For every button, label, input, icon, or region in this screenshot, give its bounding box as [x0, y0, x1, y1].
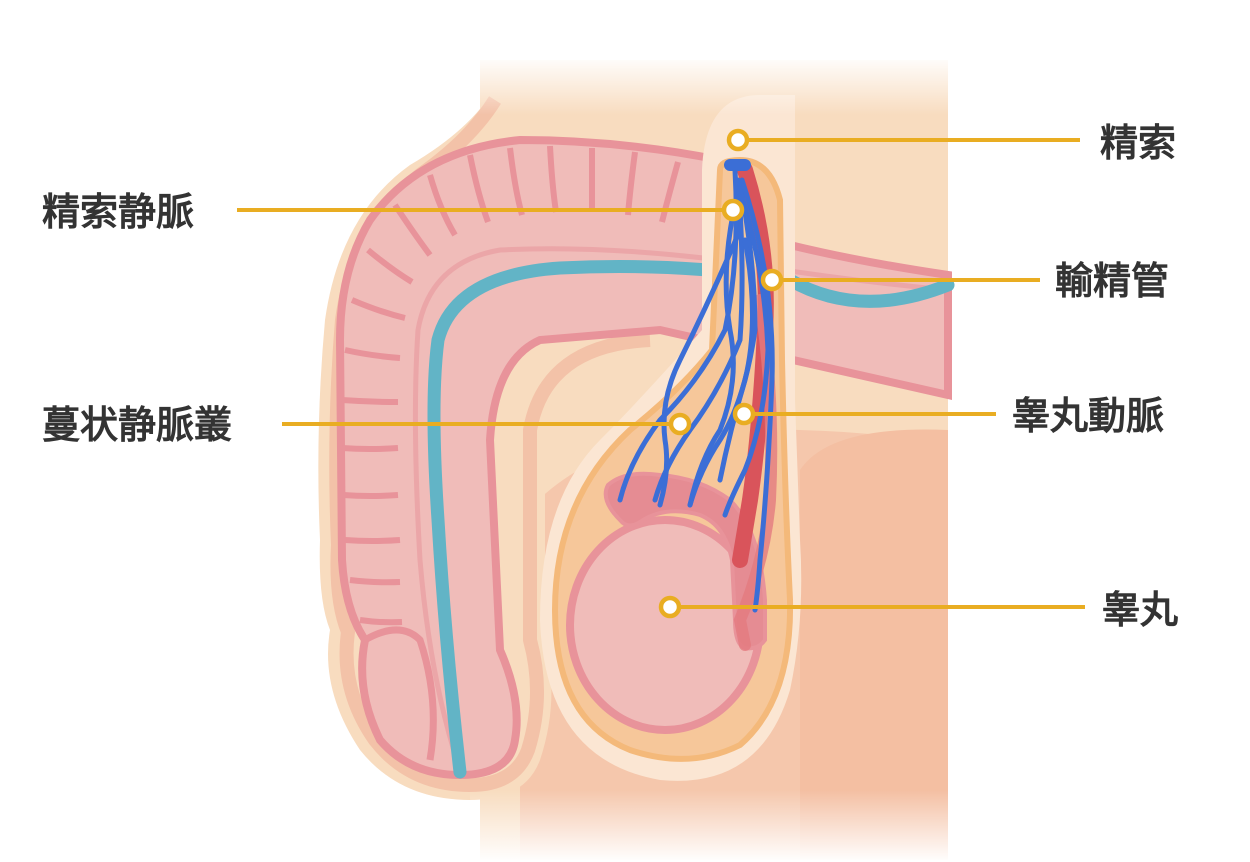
marker-vas-deferens: [760, 268, 784, 292]
label-vas-deferens: 輸精管: [1055, 259, 1170, 303]
pampiniform-plexus-veins: [617, 167, 775, 613]
label-spermatic-cord: 精索: [1100, 121, 1177, 165]
label-testicular-artery: 睾丸動脈: [1012, 394, 1165, 438]
label-pampiniform-plexus: 蔓状静脈叢: [42, 403, 233, 447]
marker-testis: [658, 595, 682, 619]
marker-pampiniform-plexus: [668, 412, 692, 436]
label-spermatic-cord-vein: 精索静脈: [42, 190, 195, 234]
urethra: [427, 260, 955, 779]
marker-spermatic-cord: [726, 128, 750, 152]
marker-testicular-artery: [732, 402, 756, 426]
markers: [658, 128, 784, 619]
spermatic-cord: [617, 159, 778, 651]
leader-lines: [237, 138, 1085, 609]
label-testis: 睾丸: [1102, 588, 1179, 632]
marker-spermatic-cord-vein: [721, 198, 745, 222]
